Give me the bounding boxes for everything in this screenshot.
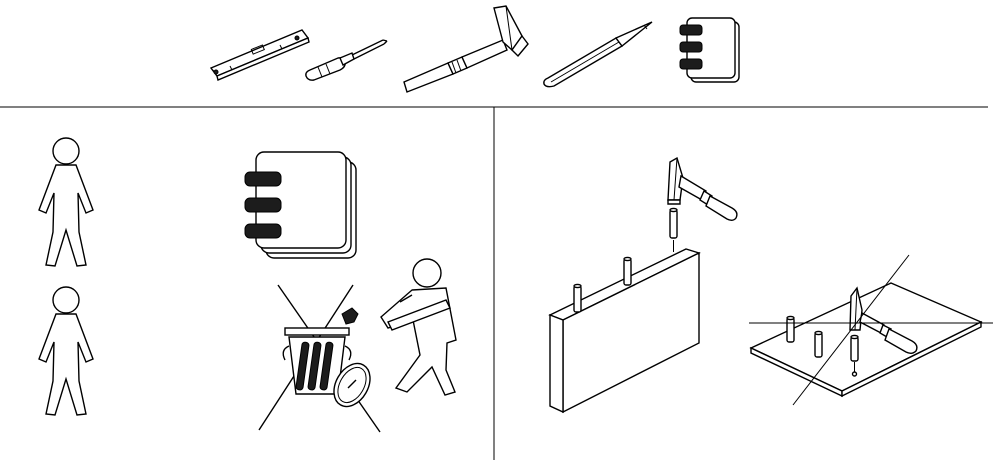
dowel-icon	[623, 256, 632, 286]
manual-icon	[679, 17, 740, 83]
no-disposal-icon	[258, 284, 381, 433]
keep-manual-icon	[244, 151, 357, 259]
dowel-icon	[850, 334, 859, 377]
tools-row	[209, 5, 740, 93]
spirit-level-icon	[209, 29, 310, 81]
trash-bin-icon	[282, 307, 371, 408]
hammer-icon	[667, 156, 738, 221]
assembly-step	[548, 156, 993, 414]
hammer-icon	[403, 5, 529, 93]
person-icon	[38, 286, 94, 416]
person-icon	[38, 137, 94, 267]
two-persons-required	[38, 137, 94, 416]
base-board	[749, 282, 983, 398]
dowel-icon	[573, 283, 582, 313]
screwdriver-icon	[305, 39, 388, 81]
person-carrying-icon	[380, 258, 457, 396]
dowel-icon	[669, 207, 678, 252]
pencil-icon	[543, 21, 653, 88]
dowel-icon	[786, 315, 795, 343]
dowel-icon	[814, 330, 823, 358]
